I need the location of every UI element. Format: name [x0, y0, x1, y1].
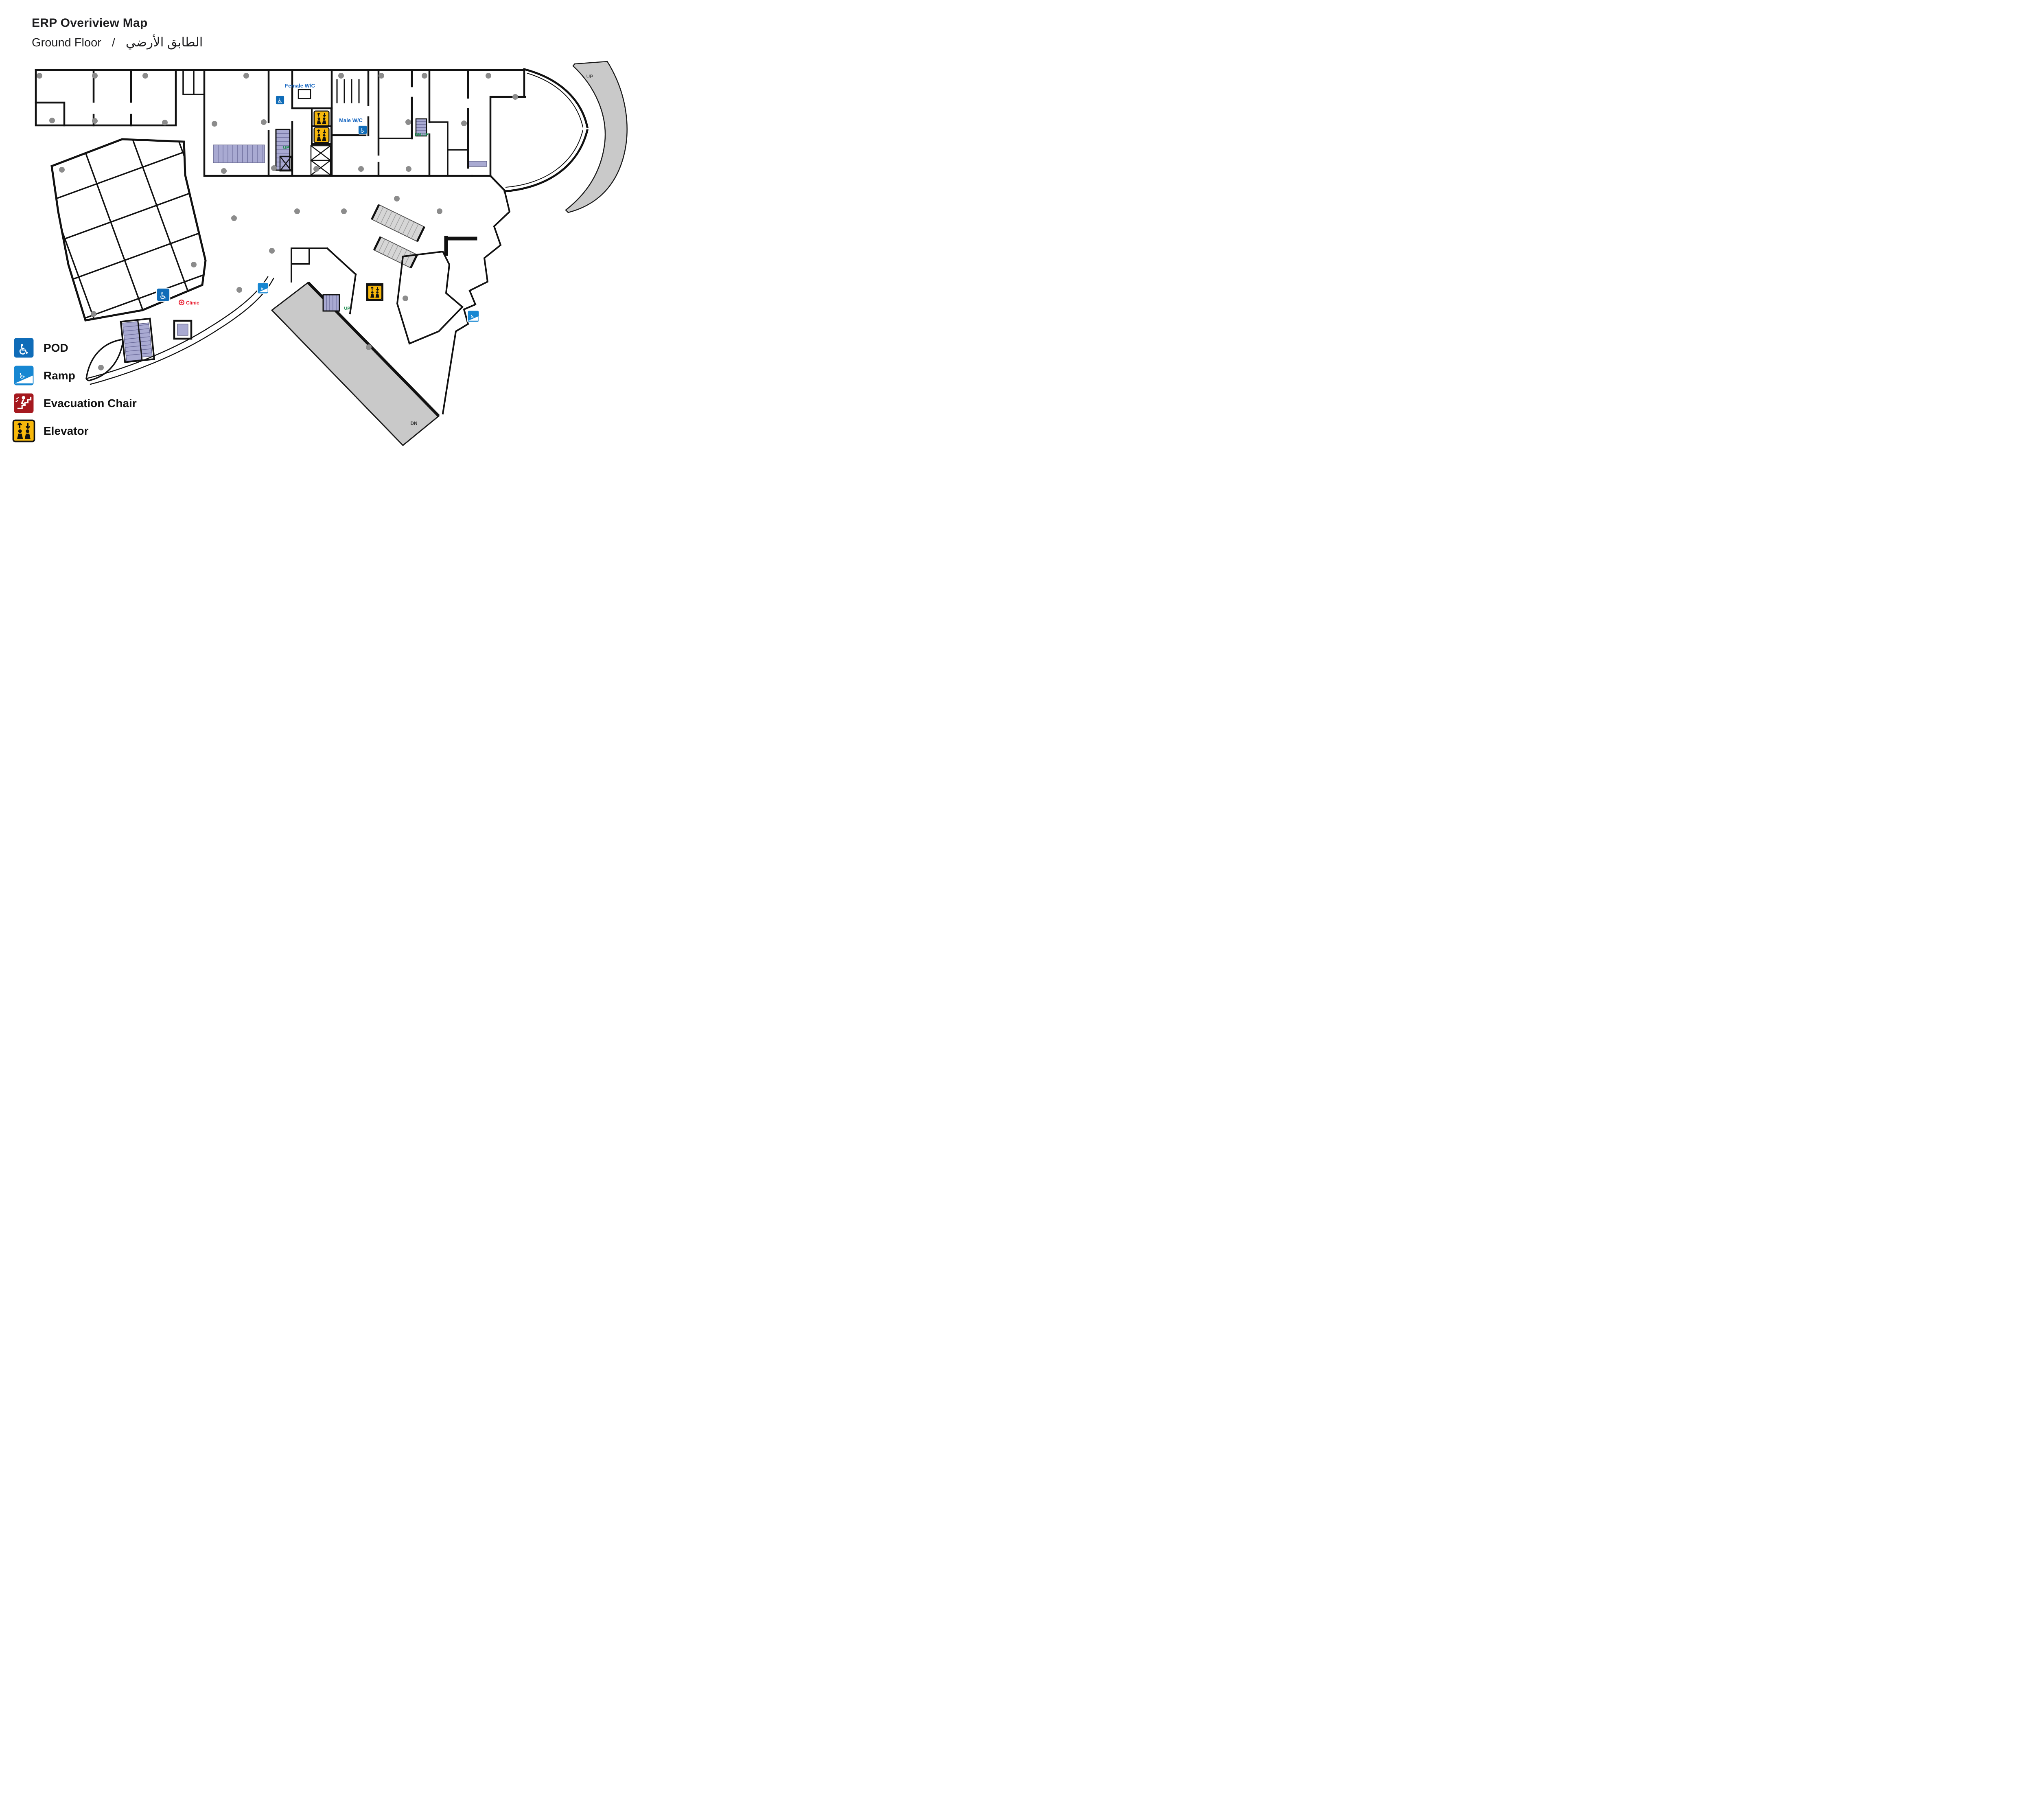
map-label-male-w-c: Male W/C [339, 117, 363, 123]
map-label-dn-up: DN UP [415, 132, 429, 137]
map-label-up: UP [283, 145, 289, 150]
map-label-dn: DN [410, 421, 417, 426]
map-subtitle: Ground Floor / الطابق الأرضي [32, 35, 203, 50]
escalator-lower [373, 236, 418, 269]
pod-icon [12, 336, 35, 359]
map-label-female-w-c: Female W/C [285, 83, 315, 89]
subtitle-ar: الطابق الأرضي [125, 35, 203, 49]
floor-plan-svg: ♿ ♿ [35, 61, 628, 447]
legend-label-evac: Evacuation Chair [44, 396, 137, 410]
legend-label-elevator: Elevator [44, 424, 89, 437]
walls [35, 68, 589, 415]
subtitle-en: Ground Floor [32, 36, 101, 49]
evac-icon [12, 392, 35, 415]
map-labels-layer: Female W/C Male W/C UP DN UP UP UP DN Clinic [186, 74, 593, 426]
stair-treads [123, 121, 427, 356]
pod-marker-icon [358, 125, 368, 135]
map-title: ERP Overiview Map [32, 16, 148, 30]
map-label-clinic: Clinic [186, 300, 199, 306]
map-label-up: UP [586, 74, 593, 79]
legend-label-pod: POD [44, 341, 68, 354]
ramp-icon [12, 364, 35, 387]
subtitle-separator: / [112, 36, 115, 49]
pod-marker-icon [275, 95, 285, 105]
map-title-block: ERP Overiview Map Ground Floor / الطابق … [32, 16, 203, 50]
legend-item-pod: POD [12, 336, 137, 359]
elevator-marker-icon [313, 110, 330, 127]
escalator-upper [371, 204, 425, 242]
legend-label-ramp: Ramp [44, 369, 75, 382]
legend-item-evac: Evacuation Chair [12, 392, 137, 415]
ramp-marker-icon [467, 310, 480, 323]
map-label-up: UP [344, 306, 350, 311]
pod-marker-icon [156, 287, 171, 302]
clinic-marker-icon [178, 299, 185, 306]
elevator-marker-icon [313, 127, 330, 143]
elevator-icon [12, 419, 35, 442]
erp-map-page: ERP Overiview Map Ground Floor / الطابق … [0, 0, 634, 455]
legend-item-elevator: Elevator [12, 419, 137, 442]
ramp-marker-icon [257, 282, 269, 294]
legend-item-ramp: Ramp [12, 364, 137, 387]
columns [37, 73, 518, 370]
curved-ramp-area [565, 61, 628, 213]
elevator-marker-icon [367, 285, 383, 300]
